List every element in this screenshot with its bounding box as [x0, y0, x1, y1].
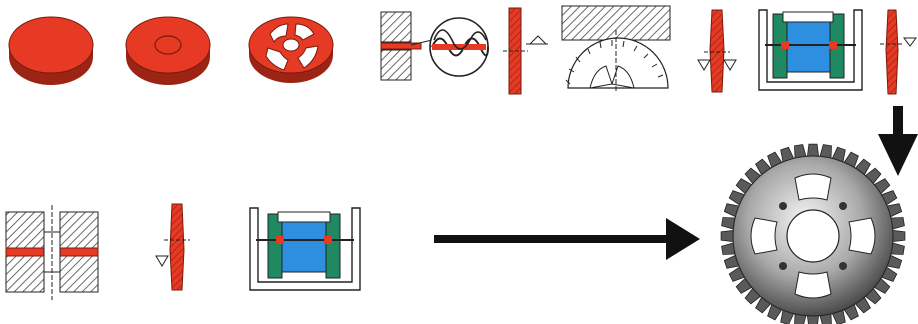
section-view-icon — [503, 7, 548, 95]
section-view-icon — [880, 9, 917, 95]
red-disc-marked-icon — [125, 16, 211, 85]
red-disc-cutouts-icon — [248, 16, 334, 83]
die-pair-icon — [5, 205, 99, 300]
punching-die-icon — [380, 11, 489, 81]
section-view-icon — [155, 203, 190, 291]
hob-cutter-icon — [561, 5, 671, 92]
fixture-icon — [758, 9, 863, 91]
section-view-icon — [697, 9, 737, 93]
arrow-right-icon — [434, 218, 700, 260]
red-disc-icon — [8, 16, 94, 85]
arrow-down-icon — [878, 106, 918, 176]
sprocket-icon — [720, 143, 906, 324]
fixture-icon — [249, 207, 361, 291]
